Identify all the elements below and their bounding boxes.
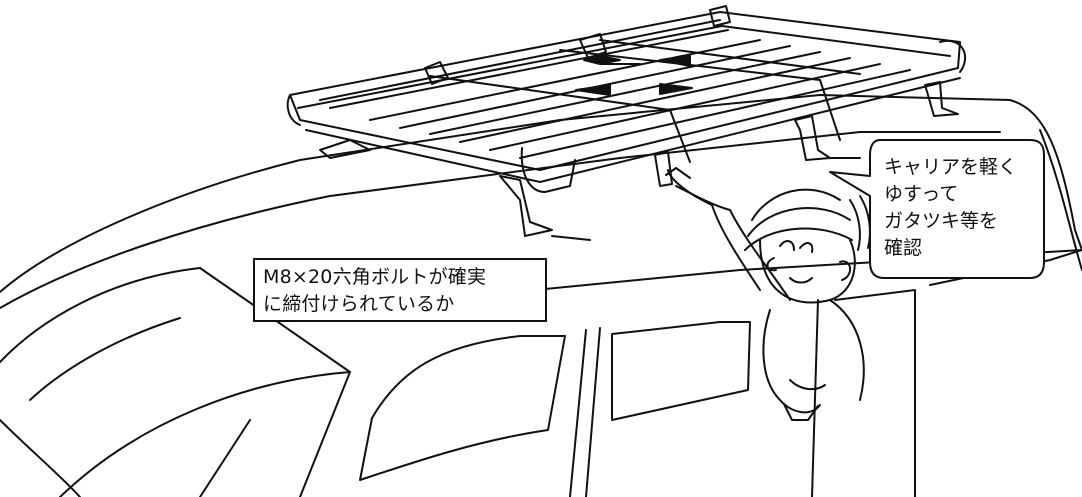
inspector-person (665, 167, 871, 421)
speech-bubble-outline (829, 139, 1045, 279)
bolt-check-line-2: に締付けられているか (263, 293, 455, 315)
shake-check-line-3: ガタツキ等を (884, 210, 999, 232)
shake-check-line-2: ゆすって (884, 183, 959, 205)
shake-check-line-4: 確認 (884, 237, 923, 259)
bolt-check-line-1: M8×20六角ボルトが確実 (263, 266, 487, 288)
shake-check-callout: キャリアを軽く ゆすって ガタツキ等を 確認 (884, 154, 1034, 262)
shake-motion-arrows (575, 55, 693, 96)
shake-check-line-1: キャリアを軽く (884, 156, 1018, 178)
bolt-check-callout: M8×20六角ボルトが確実 に締付けられているか (253, 258, 547, 322)
roof-rack-basket (286, 5, 967, 193)
